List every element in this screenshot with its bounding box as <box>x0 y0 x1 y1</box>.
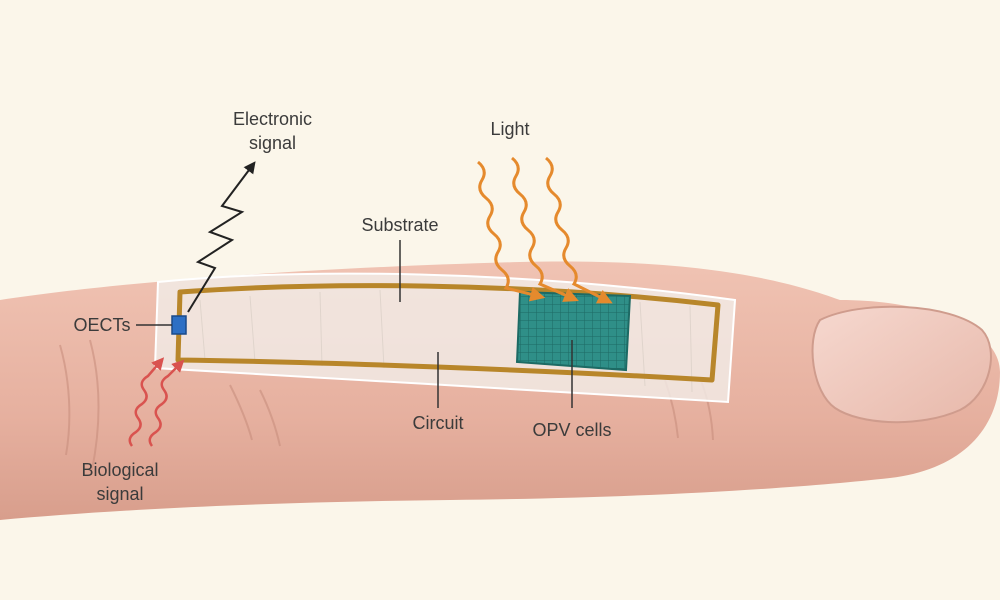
light-label: Light <box>490 119 530 139</box>
opv-cells-label: OPV cells <box>532 420 612 440</box>
oects-label: OECTs <box>73 315 131 335</box>
fingernail <box>811 305 992 424</box>
leader-lines <box>136 240 573 408</box>
circuit-label: Circuit <box>412 413 464 433</box>
biological-signal-arrows <box>128 357 185 447</box>
light-arrows <box>477 156 613 304</box>
electronic-signal-label: Electronic signal <box>232 109 313 153</box>
opv-cells <box>515 290 632 372</box>
electronic-signal-line <box>187 161 256 313</box>
oect-device <box>171 315 187 335</box>
circuit-trace <box>175 283 721 383</box>
skin-creases <box>59 339 714 471</box>
biological-signal-label: Biological signal <box>81 460 159 504</box>
substrate-label: Substrate <box>361 215 439 235</box>
